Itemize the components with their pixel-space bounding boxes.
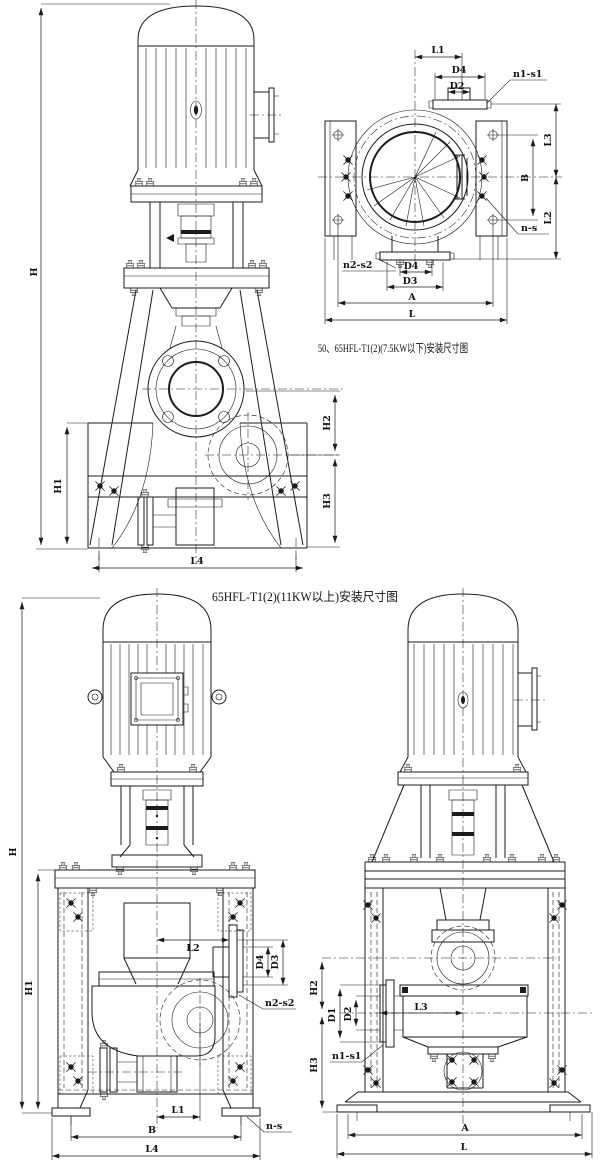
lantern-large-side xyxy=(372,785,554,862)
dim-h-large: H xyxy=(8,847,19,856)
fig-plan-small: L1 D4 D2 n1-s1 L3 B L2 n-s n2-s2 D4 D3 A… xyxy=(318,45,562,355)
dim-d3-large: D3 xyxy=(270,955,281,970)
discharge-flange-large xyxy=(229,925,237,997)
dim-h2-small: H2 xyxy=(322,415,333,431)
lifting-eye-left xyxy=(88,690,102,704)
dim-h3-small: H3 xyxy=(322,493,333,509)
dim-l-plan: L xyxy=(409,309,416,320)
mounting-plates-plan xyxy=(325,121,507,260)
fig-front-small: H H1 H2 H3 L4 xyxy=(29,0,345,572)
dim-d2-side: D2 xyxy=(343,1007,354,1022)
callout-ns-large: n-s xyxy=(266,1121,282,1132)
terminal-box-side-large xyxy=(514,668,546,730)
motor-side-large xyxy=(398,594,546,785)
dim-d4-bottom-plan: D4 xyxy=(404,261,419,272)
dim-h2-side: H2 xyxy=(309,980,320,996)
fig-front-small-dimensions: H H1 H2 H3 L4 xyxy=(29,4,340,572)
support-frame-small xyxy=(88,290,307,560)
fig-side-large: H2 H3 D1 D2 L3 n1-s1 A L xyxy=(309,588,592,1158)
dim-l4-small: L4 xyxy=(190,556,204,567)
caption-large-pump: 65HFL-T1(2)(11KW以上)安装尺寸图 xyxy=(212,589,398,604)
dim-h3-side: H3 xyxy=(309,1057,320,1073)
callout-n2s2-large: n2-s2 xyxy=(265,998,294,1009)
lifting-eye-right xyxy=(212,690,226,704)
caption-plan-small: 50、65HFL-T1(2)(7.5KW以下)安装尺寸图 xyxy=(318,341,468,355)
frame-large-front xyxy=(52,862,260,1127)
dim-b-large: B xyxy=(148,1125,156,1136)
discharge-branch-front-small xyxy=(205,412,340,500)
callout-n1s1-side: n1-s1 xyxy=(332,1051,361,1062)
dim-d4-top-plan: D4 xyxy=(452,65,467,76)
dim-d3-plan: D3 xyxy=(403,276,418,287)
dim-d2-plan: D2 xyxy=(450,81,465,92)
fig-front-large-dimensions: H H1 L2 D4 D3 n2-s2 L1 B L4 n-s xyxy=(8,598,296,1160)
dim-b-plan: B xyxy=(520,174,531,182)
dim-h-small: H xyxy=(29,267,40,276)
dim-l1-large: L1 xyxy=(171,1105,184,1116)
dim-h1-large: H1 xyxy=(24,980,35,996)
lantern-large-front xyxy=(112,786,202,875)
dim-l1-plan: L1 xyxy=(431,45,444,56)
dim-l3-side: L3 xyxy=(414,1002,427,1013)
motor-front-large xyxy=(88,594,226,786)
motor-front-small xyxy=(130,6,284,186)
callout-ns-plan: n-s xyxy=(521,223,537,234)
dim-d1-side: D1 xyxy=(327,1008,338,1023)
frame-large-side xyxy=(362,854,568,1093)
dim-l-side: L xyxy=(461,1142,468,1153)
fig-side-large-dimensions: H2 H3 D1 D2 L3 n1-s1 A L xyxy=(309,961,592,1158)
dim-d4-large: D4 xyxy=(255,954,266,969)
volute-plan xyxy=(340,88,491,268)
dim-l2-plan: L2 xyxy=(543,211,554,224)
pump-large-front xyxy=(88,903,243,1100)
dim-l4-large: L4 xyxy=(145,1144,159,1155)
dim-l2-large: L2 xyxy=(186,943,199,954)
dim-a-plan: A xyxy=(407,292,416,303)
callout-n1s1-plan: n1-s1 xyxy=(513,69,542,80)
fig-plan-small-dimensions: L1 D4 D2 n1-s1 L3 B L2 n-s n2-s2 D4 D3 A… xyxy=(325,45,561,324)
dim-h1-small: H1 xyxy=(53,478,64,494)
suction-flange-side xyxy=(386,980,394,1047)
dim-a-side: A xyxy=(460,1123,469,1134)
lantern-small xyxy=(124,178,269,349)
terminal-box-front xyxy=(131,673,183,725)
suction-flange-front-small xyxy=(142,341,345,437)
dim-l3-plan: L3 xyxy=(543,133,554,146)
fig-front-large: H H1 L2 D4 D3 n2-s2 L1 B L4 n-s xyxy=(8,588,296,1160)
callout-n2s2-plan: n2-s2 xyxy=(343,260,372,271)
base-large-side xyxy=(337,1092,590,1121)
terminal-box-side xyxy=(250,88,284,142)
